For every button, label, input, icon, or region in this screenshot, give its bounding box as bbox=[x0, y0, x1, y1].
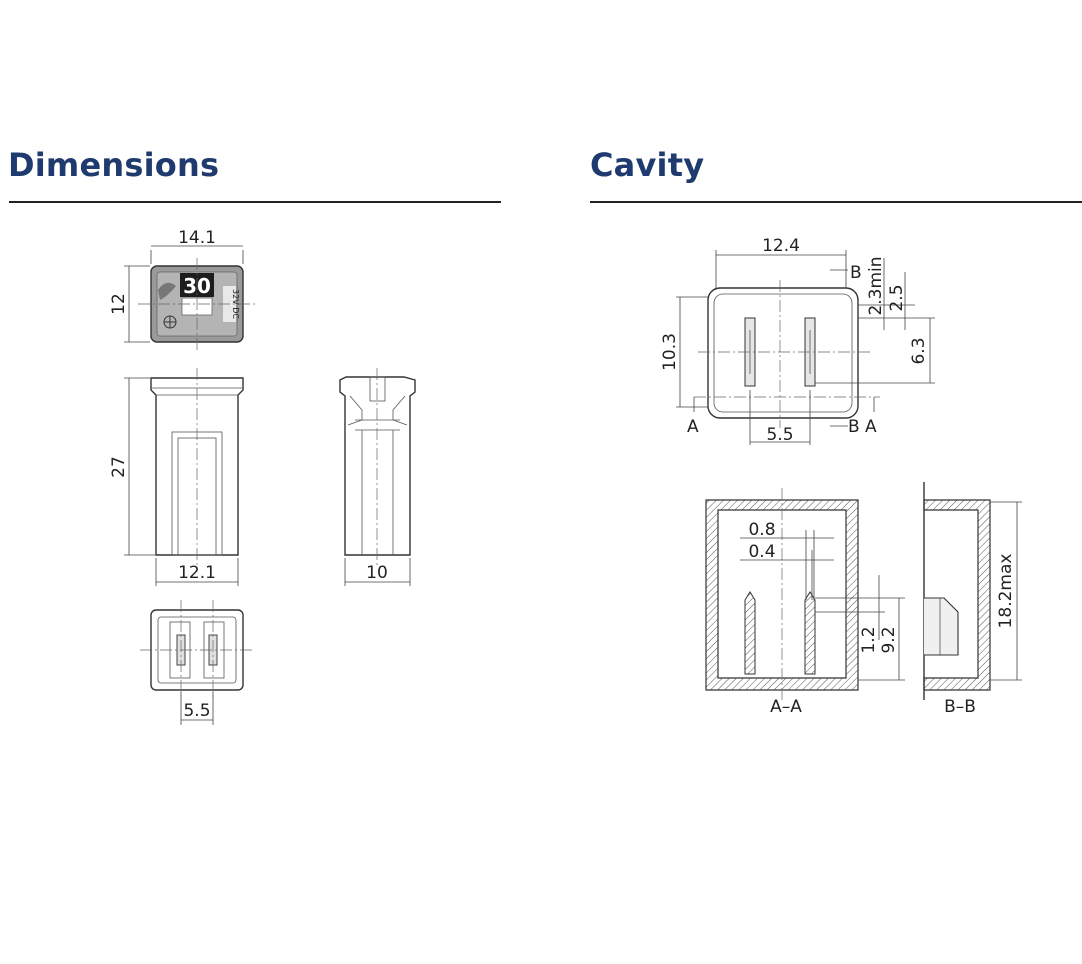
fuse-front-view bbox=[150, 368, 244, 565]
dim-top-width bbox=[150, 245, 244, 264]
cavity-height-value: 10.3 bbox=[660, 333, 680, 371]
cavity-divider bbox=[590, 201, 1082, 203]
section-b-top: B bbox=[850, 263, 862, 283]
cavity-heading: Cavity bbox=[590, 146, 705, 184]
dim-cavity-height bbox=[676, 296, 708, 408]
cavity-depth-value: 18.2max bbox=[996, 554, 1016, 629]
dim-front-length bbox=[124, 377, 155, 556]
dim-cavity-width bbox=[715, 250, 847, 288]
top-width-value: 14.1 bbox=[178, 228, 216, 248]
dim-cavity-gaps bbox=[815, 258, 935, 384]
dim-cavity-depth bbox=[990, 501, 1022, 681]
dim-blade-widths bbox=[740, 530, 834, 600]
section-bb-view bbox=[923, 482, 991, 700]
section-b-bottom: B bbox=[848, 417, 860, 437]
cavity-width-value: 12.4 bbox=[762, 236, 800, 256]
tip-offset-value: 1.2 bbox=[859, 626, 879, 653]
cavity-spacing-value: 5.5 bbox=[766, 425, 793, 445]
dim-front-base bbox=[155, 558, 239, 586]
section-bb-label: B–B bbox=[944, 697, 976, 717]
dim-bottom-spacing bbox=[180, 692, 214, 725]
fuse-side-view bbox=[339, 368, 416, 565]
gap-min-value: 2.3min bbox=[866, 256, 886, 315]
bottom-spacing-value: 5.5 bbox=[183, 701, 210, 721]
front-base-value: 12.1 bbox=[178, 563, 216, 583]
dim-side-width bbox=[344, 558, 411, 586]
blade-thickness-value: 0.4 bbox=[748, 542, 775, 562]
top-height-value: 12 bbox=[109, 293, 129, 315]
fuse-rating-label: 30 bbox=[183, 274, 211, 298]
blade-depth-value: 9.2 bbox=[879, 626, 899, 653]
dim-top-height bbox=[124, 265, 150, 343]
gap-value: 2.5 bbox=[887, 284, 907, 311]
side-width-value: 10 bbox=[366, 563, 388, 583]
section-markers bbox=[693, 269, 875, 427]
voltage-marking-label: 32V DC bbox=[231, 289, 240, 319]
front-length-value: 27 bbox=[109, 456, 129, 478]
dim-cavity-spacing bbox=[749, 390, 811, 445]
dimensions-divider bbox=[9, 201, 501, 203]
fuse-top-view bbox=[138, 258, 258, 350]
section-aa-view bbox=[705, 488, 859, 700]
fuse-bottom-view bbox=[140, 600, 254, 700]
blade-width-value: 0.8 bbox=[748, 520, 775, 540]
cavity-top-view bbox=[694, 280, 880, 428]
dimensions-heading: Dimensions bbox=[8, 146, 220, 184]
section-aa-label: A–A bbox=[770, 697, 802, 717]
section-a-right: A bbox=[865, 417, 877, 437]
section-a-left: A bbox=[687, 417, 699, 437]
dim-blade-depth bbox=[815, 575, 905, 681]
slot-height-value: 6.3 bbox=[909, 337, 929, 364]
